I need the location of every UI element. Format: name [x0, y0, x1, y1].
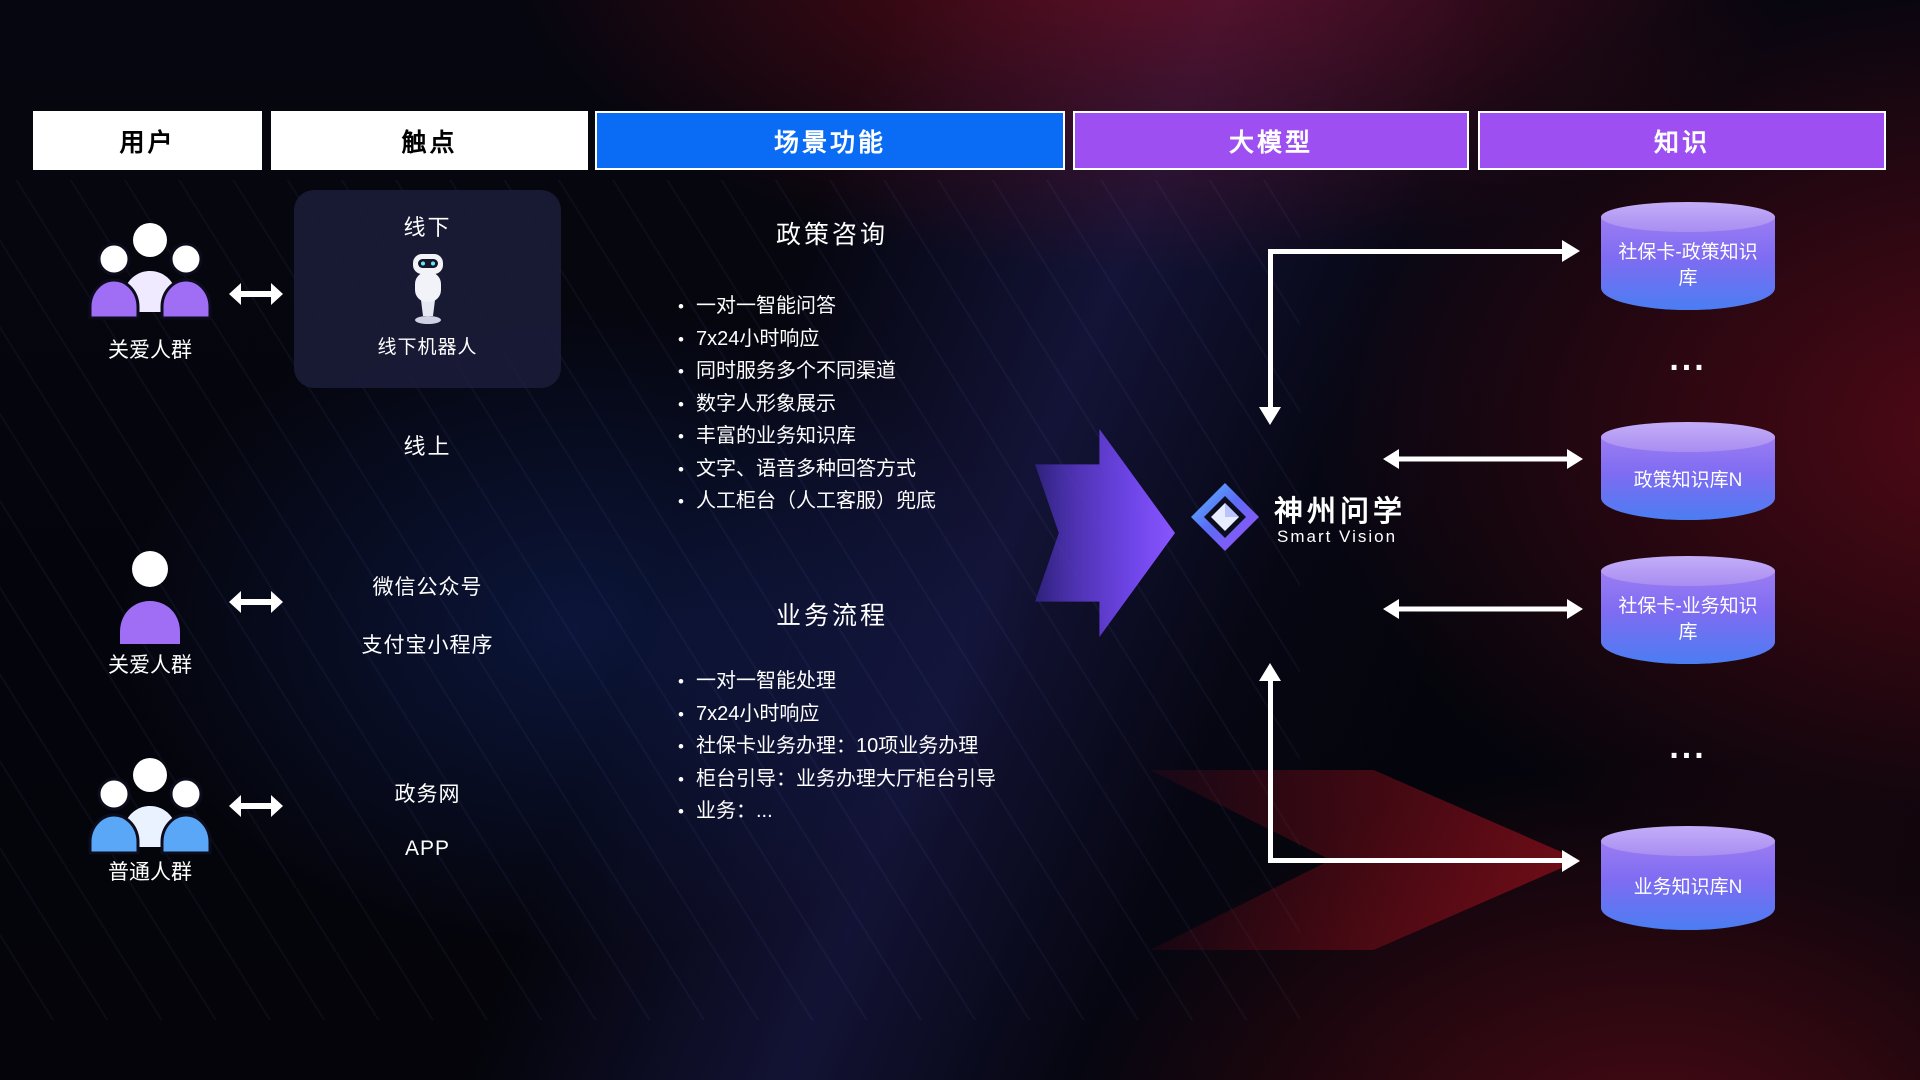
column-header-large-model: 大模型: [1073, 111, 1469, 170]
connector-line: [1268, 680, 1273, 863]
scene-title-policy: 政策咨询: [775, 221, 888, 249]
feature-item: 柜台引导：业务办理大厅柜台引导: [678, 763, 996, 796]
database-icon-top: [1601, 422, 1775, 452]
column-header-users: 用户: [33, 111, 262, 170]
database-icon-top: [1601, 826, 1775, 856]
diamond-logo-icon: [1188, 480, 1262, 559]
db-label: 业务知识库N: [1611, 852, 1765, 924]
double-arrow-icon: [1381, 445, 1585, 478]
policy-feature-list: 一对一智能问答 7x24小时响应 同时服务多个不同渠道 数字人形象展示 丰富的业…: [678, 290, 936, 518]
single-user-icon-purple: [112, 548, 188, 653]
ellipsis-more-dbs: ...: [1669, 728, 1707, 766]
knowledge-db-business-ssc: 社保卡-业务知识库: [1601, 556, 1775, 664]
feature-item: 一对一智能问答: [678, 290, 936, 323]
db-label-text: 社保卡-政策知识库: [1618, 242, 1758, 289]
offline-title: 线下: [403, 215, 452, 240]
db-label: 社保卡-业务知识库: [1611, 582, 1765, 658]
user-group-label-1: 关爱人群: [108, 339, 192, 362]
user-group-icon-blue: [84, 751, 216, 862]
model-name: 神州问学: [1274, 496, 1407, 528]
feature-item: 7x24小时响应: [678, 323, 936, 356]
knowledge-db-business-n: 业务知识库N: [1601, 826, 1775, 930]
channel-gov-web: 政务网: [394, 783, 461, 806]
feature-item: 文字、语音多种回答方式: [678, 453, 936, 486]
knowledge-db-policy-ssc: 社保卡-政策知识库: [1601, 202, 1775, 310]
ellipsis-more-dbs: ...: [1669, 340, 1707, 378]
connector-line: [1268, 249, 1273, 407]
feature-item: 业务：...: [678, 795, 996, 828]
channel-wechat: 微信公众号: [372, 576, 483, 599]
knowledge-db-policy-n: 政策知识库N: [1601, 422, 1775, 520]
arrowhead-down-icon: [1259, 407, 1281, 425]
feature-item: 数字人形象展示: [678, 388, 936, 421]
column-header-touchpoints: 触点: [271, 111, 588, 170]
double-arrow-icon: [227, 589, 285, 620]
online-title: 线上: [403, 434, 452, 459]
double-arrow-icon: [227, 281, 285, 312]
scene-title-business: 业务流程: [775, 602, 888, 630]
channel-alipay: 支付宝小程序: [361, 634, 494, 657]
column-header-knowledge: 知识: [1478, 111, 1886, 170]
business-feature-list: 一对一智能处理 7x24小时响应 社保卡业务办理：10项业务办理 柜台引导：业务…: [678, 665, 996, 828]
feature-item: 社保卡业务办理：10项业务办理: [678, 730, 996, 763]
feature-item: 7x24小时响应: [678, 698, 996, 731]
feature-item: 丰富的业务知识库: [678, 420, 936, 453]
db-label: 政策知识库N: [1611, 448, 1765, 514]
feature-item: 一对一智能处理: [678, 665, 996, 698]
double-arrow-icon: [227, 793, 285, 824]
arrowhead-up-icon: [1259, 663, 1281, 681]
db-label-text: 社保卡-业务知识库: [1618, 596, 1758, 643]
robot-icon: [405, 252, 451, 329]
connector-line: [1268, 249, 1564, 254]
user-group-label-3: 普通人群: [108, 861, 192, 884]
user-group-label-2: 关爱人群: [108, 654, 192, 677]
database-icon-top: [1601, 202, 1775, 232]
db-label-text: 业务知识库N: [1633, 877, 1743, 898]
database-icon-top: [1601, 556, 1775, 586]
user-group-icon-purple: [84, 216, 216, 327]
channel-app: APP: [404, 837, 451, 860]
arrowhead-right-icon: [1562, 850, 1580, 872]
column-header-scene-functions: 场景功能: [595, 111, 1065, 170]
db-label: 社保卡-政策知识库: [1611, 228, 1765, 304]
connector-line: [1268, 858, 1564, 863]
double-arrow-icon: [1381, 595, 1585, 628]
feature-item: 人工柜台（人工客服）兜底: [678, 485, 936, 518]
feature-item: 同时服务多个不同渠道: [678, 355, 936, 388]
model-subtitle: Smart Vision: [1277, 527, 1398, 546]
arrowhead-right-icon: [1562, 240, 1580, 262]
offline-robot-label: 线下机器人: [377, 337, 478, 358]
offline-touchpoint-card: 线下 线下机器人: [294, 190, 561, 388]
db-label-text: 政策知识库N: [1633, 470, 1743, 491]
